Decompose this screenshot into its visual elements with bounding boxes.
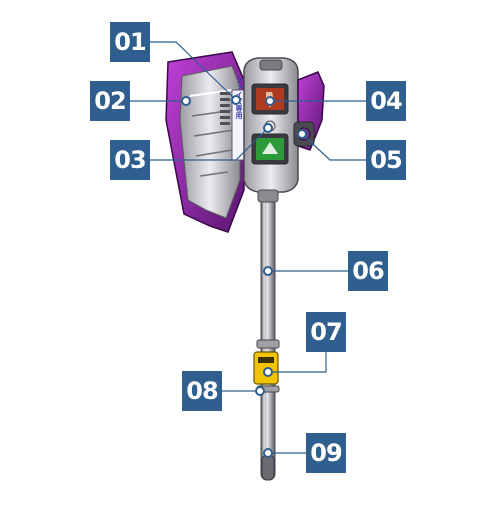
- callout-badge-06: 06: [348, 251, 388, 291]
- shaft-collar: [256, 339, 280, 349]
- shaft-end-cap: [261, 454, 275, 481]
- callout-badge-05: 05: [366, 140, 406, 180]
- callout-badge-07: 07: [306, 312, 346, 352]
- callout-badge-03: 03: [110, 140, 150, 180]
- callout-badge-02: 02: [90, 81, 130, 121]
- callout-badge-09: 09: [306, 433, 346, 473]
- blade-face: [179, 65, 241, 219]
- callout-badge-08: 08: [182, 371, 222, 411]
- axe-shaft: [260, 179, 276, 481]
- leader-dots: [181, 95, 307, 458]
- callout-badge-04: 04: [366, 81, 406, 121]
- leader-lines: [130, 41, 366, 454]
- blade-serrations: [220, 92, 230, 125]
- callout-badge-01: 01: [110, 22, 150, 62]
